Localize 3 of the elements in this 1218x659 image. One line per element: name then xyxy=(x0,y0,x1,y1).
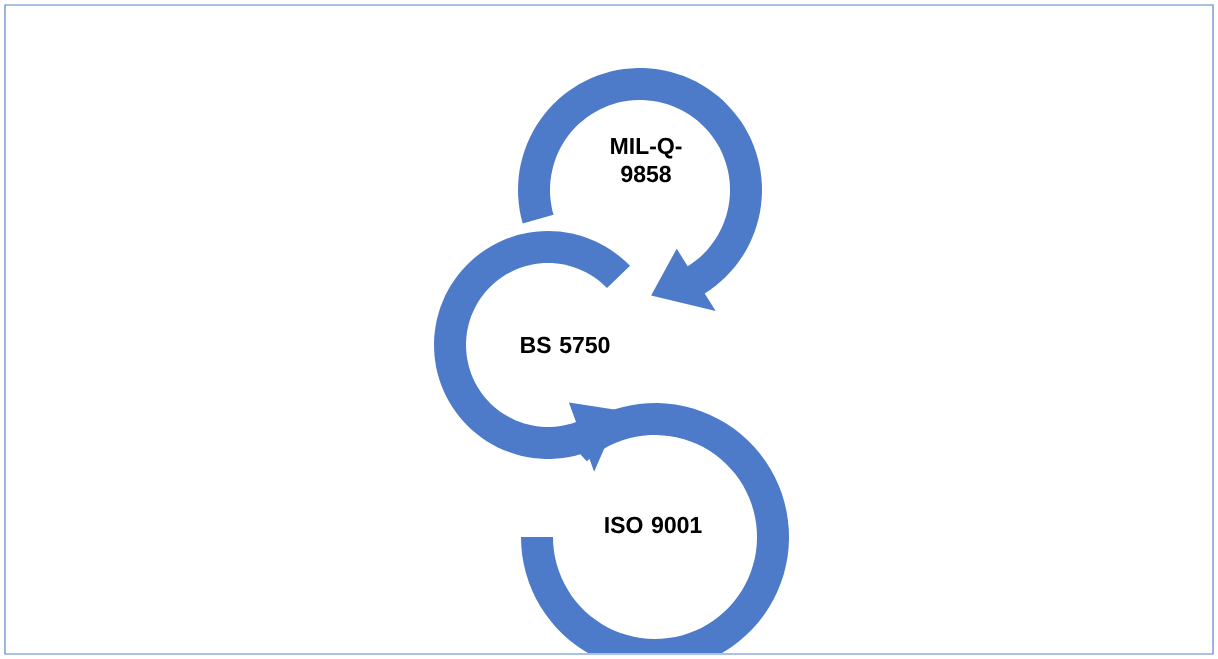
node-label: ISO 9001 xyxy=(605,516,702,534)
node-label: MIL-Q- 9858 xyxy=(611,137,682,183)
node-label: BS 5750 xyxy=(521,336,610,354)
